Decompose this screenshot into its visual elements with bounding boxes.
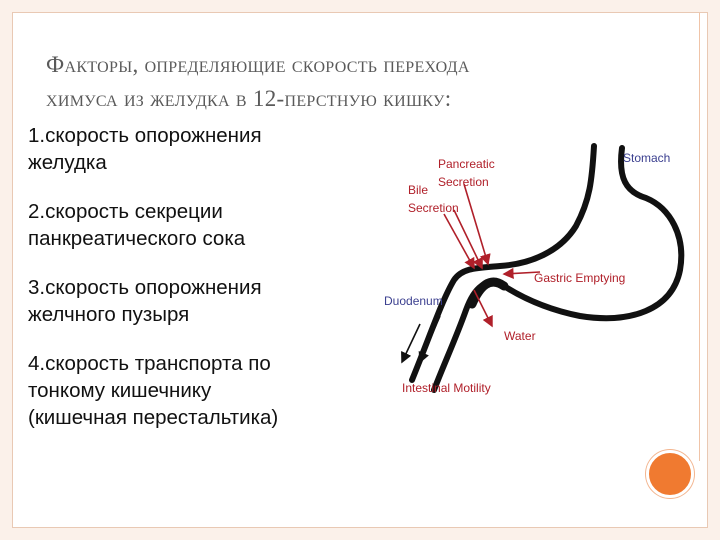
- label-gastric-emptying: Gastric Emptying: [534, 271, 625, 285]
- factor-item: 4.скорость транспорта по тонкому кишечни…: [28, 352, 279, 429]
- accent-circle: [646, 450, 694, 498]
- factor-list: 1.скорость опорожнения желудка 2.скорост…: [28, 122, 388, 453]
- label-bile-2: Secretion: [408, 201, 459, 215]
- label-water: Water: [504, 329, 536, 343]
- label-pancreatic-2: Secretion: [438, 175, 489, 189]
- label-pancreatic-1: Pancreatic: [438, 157, 495, 171]
- title-line-2: химуса из желудка в 12-перстную кишку:: [46, 86, 452, 111]
- slide: [12, 12, 708, 528]
- stomach-duodenum-diagram: Stomach Pancreatic Secretion Bile Secret…: [384, 143, 685, 395]
- secretion-arrows: [443, 183, 541, 328]
- label-stomach: Stomach: [623, 151, 670, 165]
- motility-arrows: [401, 315, 441, 364]
- stomach-outline: [409, 143, 685, 393]
- factor-item: 3.скорость опорожнения желчного пузыря: [28, 276, 262, 326]
- title-line-1: Факторы, определяющие скорость перехода: [46, 52, 470, 77]
- label-duodenum: Duodenum: [384, 294, 443, 308]
- decorative-line: [699, 13, 700, 461]
- factor-item: 2.скорость секреции панкреатического сок…: [28, 200, 246, 250]
- factor-item: 1.скорость опорожнения желудка: [28, 124, 262, 174]
- label-bile-1: Bile: [408, 183, 428, 197]
- slide-title: Факторы, определяющие скорость перехода …: [46, 48, 646, 116]
- label-intestinal-motility: Intestinal Motility: [402, 381, 491, 395]
